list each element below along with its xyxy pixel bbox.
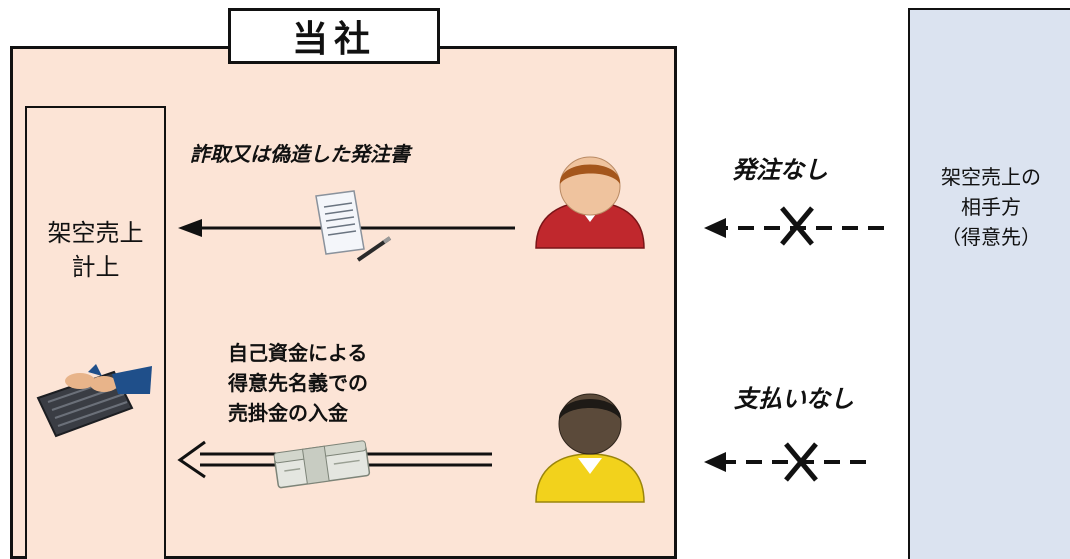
- cross-mark-icon: [780, 206, 814, 246]
- books-label-line1: 架空売上: [47, 219, 144, 247]
- no-payment-label: 支払いなし: [734, 385, 854, 413]
- payment-caption: 自己資金による 得意先名義での 売掛金の入金: [228, 341, 368, 425]
- books-label: 架空売上 計上: [27, 216, 164, 284]
- keyboard-hands-icon: [36, 364, 152, 438]
- cash-bundle-icon: [273, 440, 371, 489]
- cross-mark-icon: [784, 442, 818, 482]
- counterparty-box: 架空売上の 相手方 （得意先）: [908, 8, 1070, 559]
- books-label-line2: 計上: [71, 253, 120, 281]
- no-order-label: 発注なし: [732, 156, 828, 184]
- employee-red-icon: [535, 156, 645, 249]
- no-order-arrow: [704, 218, 884, 238]
- employee-yellow-icon: [535, 393, 645, 503]
- company-title: 当社: [228, 8, 440, 64]
- order-caption: 詐取又は偽造した発注書: [190, 142, 410, 166]
- order-document-icon: [315, 190, 392, 262]
- counterparty-label: 架空売上の 相手方 （得意先）: [941, 165, 1041, 249]
- books-box: 架空売上 計上: [25, 106, 166, 559]
- no-payment-arrow: [704, 452, 866, 472]
